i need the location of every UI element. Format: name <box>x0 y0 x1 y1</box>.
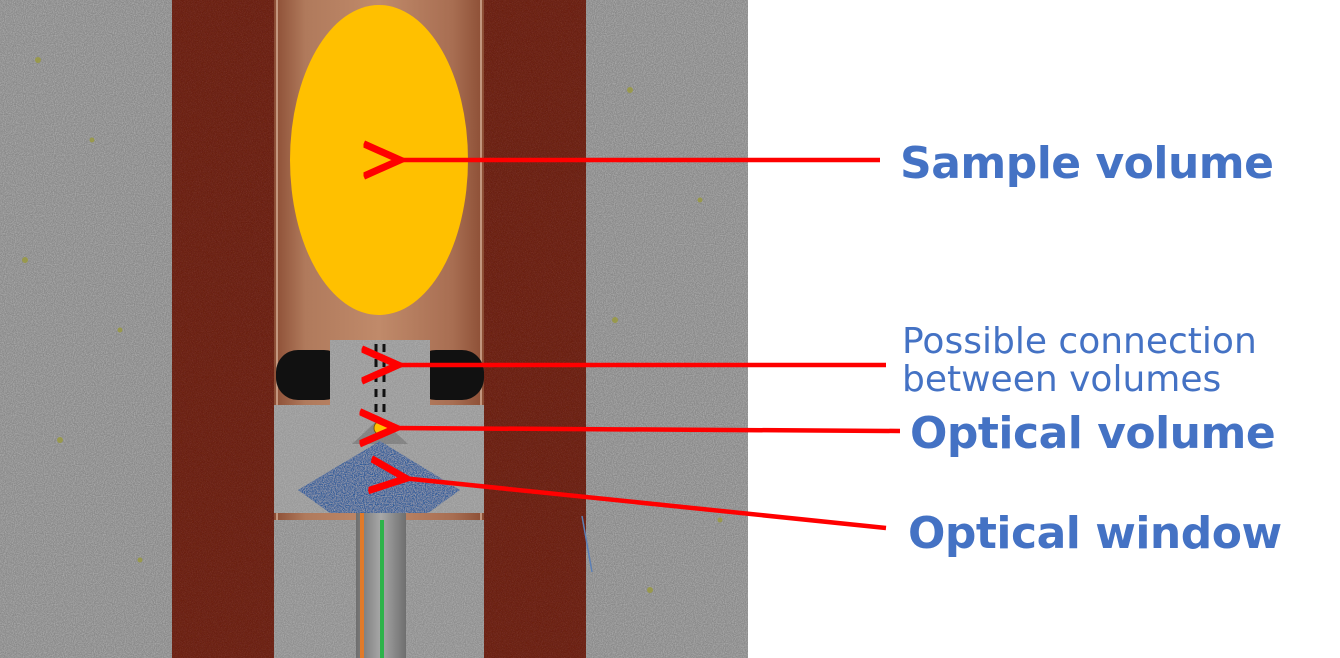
label-optical-volume: Optical volume <box>910 408 1276 459</box>
lower-body-right <box>404 520 484 658</box>
optical-volume-dot <box>373 420 389 436</box>
stray-line <box>581 515 593 573</box>
rock-formation-right <box>586 0 748 658</box>
label-sample-volume: Sample volume <box>900 138 1274 189</box>
label-connection-line2: between volumes <box>902 359 1222 400</box>
arrow-optical-window <box>402 478 887 531</box>
label-possible-connection: Possible connection between volumes <box>902 323 1257 399</box>
casing-wall-left <box>172 0 274 658</box>
arrow-optical-volume <box>392 428 901 431</box>
lower-body-left <box>274 520 358 658</box>
rock-formation-left <box>0 0 172 658</box>
seal-right <box>414 350 484 400</box>
connector-block <box>330 340 430 410</box>
casing-wall-right <box>484 0 586 658</box>
seal-left <box>276 350 346 400</box>
label-connection-line1: Possible connection <box>902 321 1257 362</box>
label-optical-window: Optical window <box>908 508 1282 559</box>
